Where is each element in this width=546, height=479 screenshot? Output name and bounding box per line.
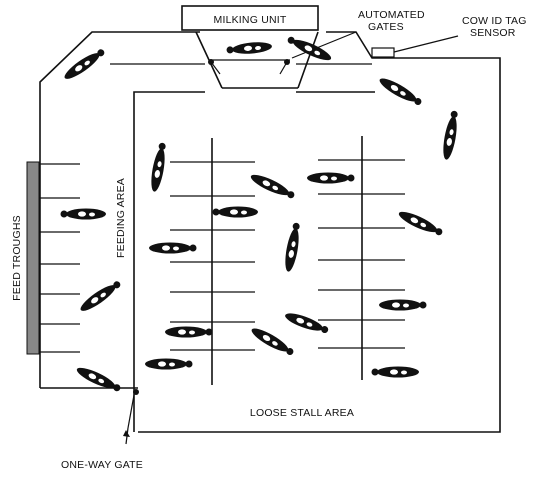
stall-bank-1	[170, 138, 255, 385]
cow-topview-icon	[379, 78, 422, 105]
cow-topview-icon	[80, 281, 121, 311]
cow-id-label-1: COW ID TAG	[462, 15, 527, 27]
milking-corridor	[110, 31, 372, 89]
inner-area-wall	[133, 91, 375, 432]
cow-topview-icon	[64, 49, 105, 79]
cow-topview-icon	[145, 358, 193, 370]
feed-troughs: FEED TROUGHS	[11, 161, 80, 355]
cow-topview-icon	[212, 206, 258, 218]
cow-topview-icon	[76, 367, 121, 392]
trough-dividers	[39, 163, 80, 353]
cow-topview-icon	[285, 313, 329, 334]
gate-pivot-icon	[133, 389, 139, 395]
cow-topview-icon	[250, 174, 295, 199]
cow-topview-icon	[285, 222, 300, 272]
cow-id-label-2: SENSOR	[470, 27, 516, 39]
automated-gates-label-2: GATES	[368, 21, 404, 33]
cow-topview-icon	[251, 328, 294, 355]
cow-topview-icon	[307, 172, 355, 184]
automated-gates	[208, 59, 290, 75]
cow-topview-icon	[165, 326, 213, 338]
cow-topview-icon	[287, 36, 332, 61]
feed-troughs-label: FEED TROUGHS	[11, 215, 23, 301]
cow-topview-icon	[149, 242, 197, 254]
stall-bank-2	[318, 136, 405, 380]
cow-topview-icon	[371, 366, 419, 378]
cow-topview-icon	[226, 42, 272, 54]
one-way-gate: ONE-WAY GATE	[61, 389, 143, 471]
cow-topview-icon	[151, 142, 166, 192]
cows	[60, 36, 458, 392]
milking-unit: MILKING UNIT	[181, 5, 319, 31]
one-way-gate-label: ONE-WAY GATE	[61, 459, 143, 471]
cow-id-sensor: COW ID TAG SENSOR	[371, 15, 527, 58]
cow-topview-icon	[379, 299, 427, 311]
automated-gates-label-1: AUTOMATED	[358, 9, 425, 21]
cow-topview-icon	[443, 110, 458, 160]
cow-topview-icon	[60, 208, 106, 220]
milking-unit-label: MILKING UNIT	[214, 14, 287, 26]
automated-gates-leader	[291, 31, 357, 59]
loose-stall-area-label: LOOSE STALL AREA	[250, 407, 354, 419]
feeding-area-label: FEEDING AREA	[115, 178, 127, 258]
barn-outer-wall	[39, 31, 501, 433]
cow-topview-icon	[398, 211, 443, 236]
